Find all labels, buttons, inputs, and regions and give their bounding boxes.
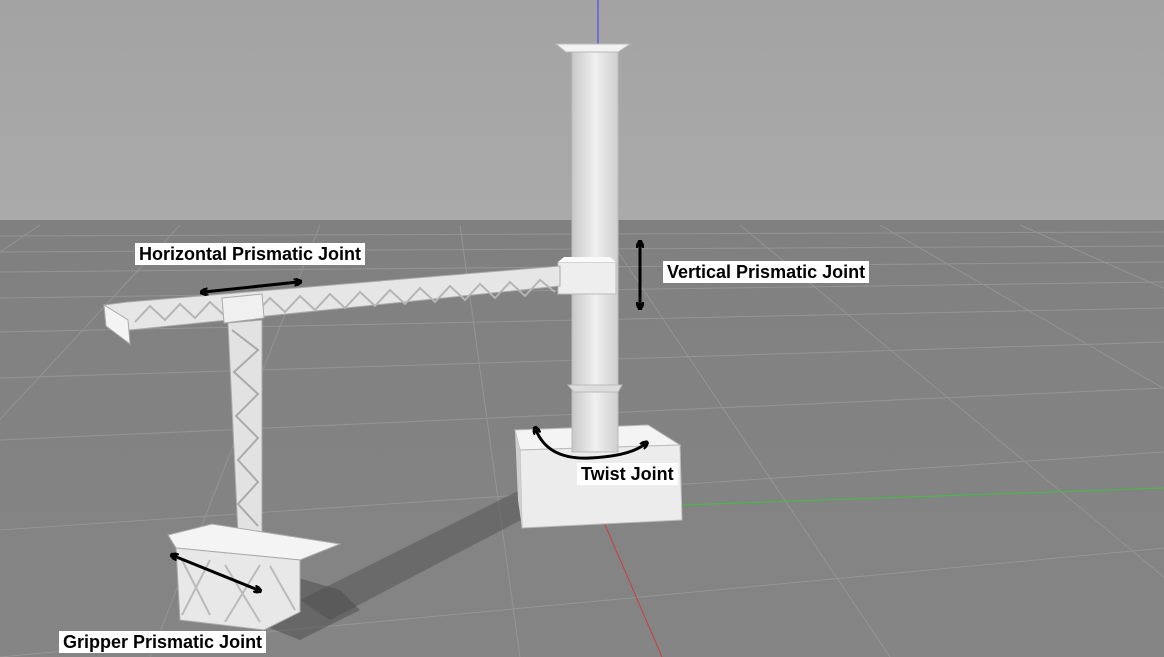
twist-joint-label: Twist Joint — [577, 463, 678, 485]
twist-joint-arrow — [536, 430, 645, 460]
gripper-joint-label: Gripper Prismatic Joint — [59, 631, 267, 653]
shadow — [300, 490, 540, 620]
vertical-column — [554, 43, 632, 453]
vertical-joint-label: Vertical Prismatic Joint — [663, 261, 870, 283]
horizontal-arm — [103, 265, 561, 346]
y-axis-line — [681, 487, 1164, 506]
horizontal-joint-arrow — [204, 282, 298, 292]
x-axis-line — [602, 519, 663, 657]
gripper-joint-arrow — [174, 556, 258, 590]
horizontal-joint-label: Horizontal Prismatic Joint — [135, 243, 366, 265]
